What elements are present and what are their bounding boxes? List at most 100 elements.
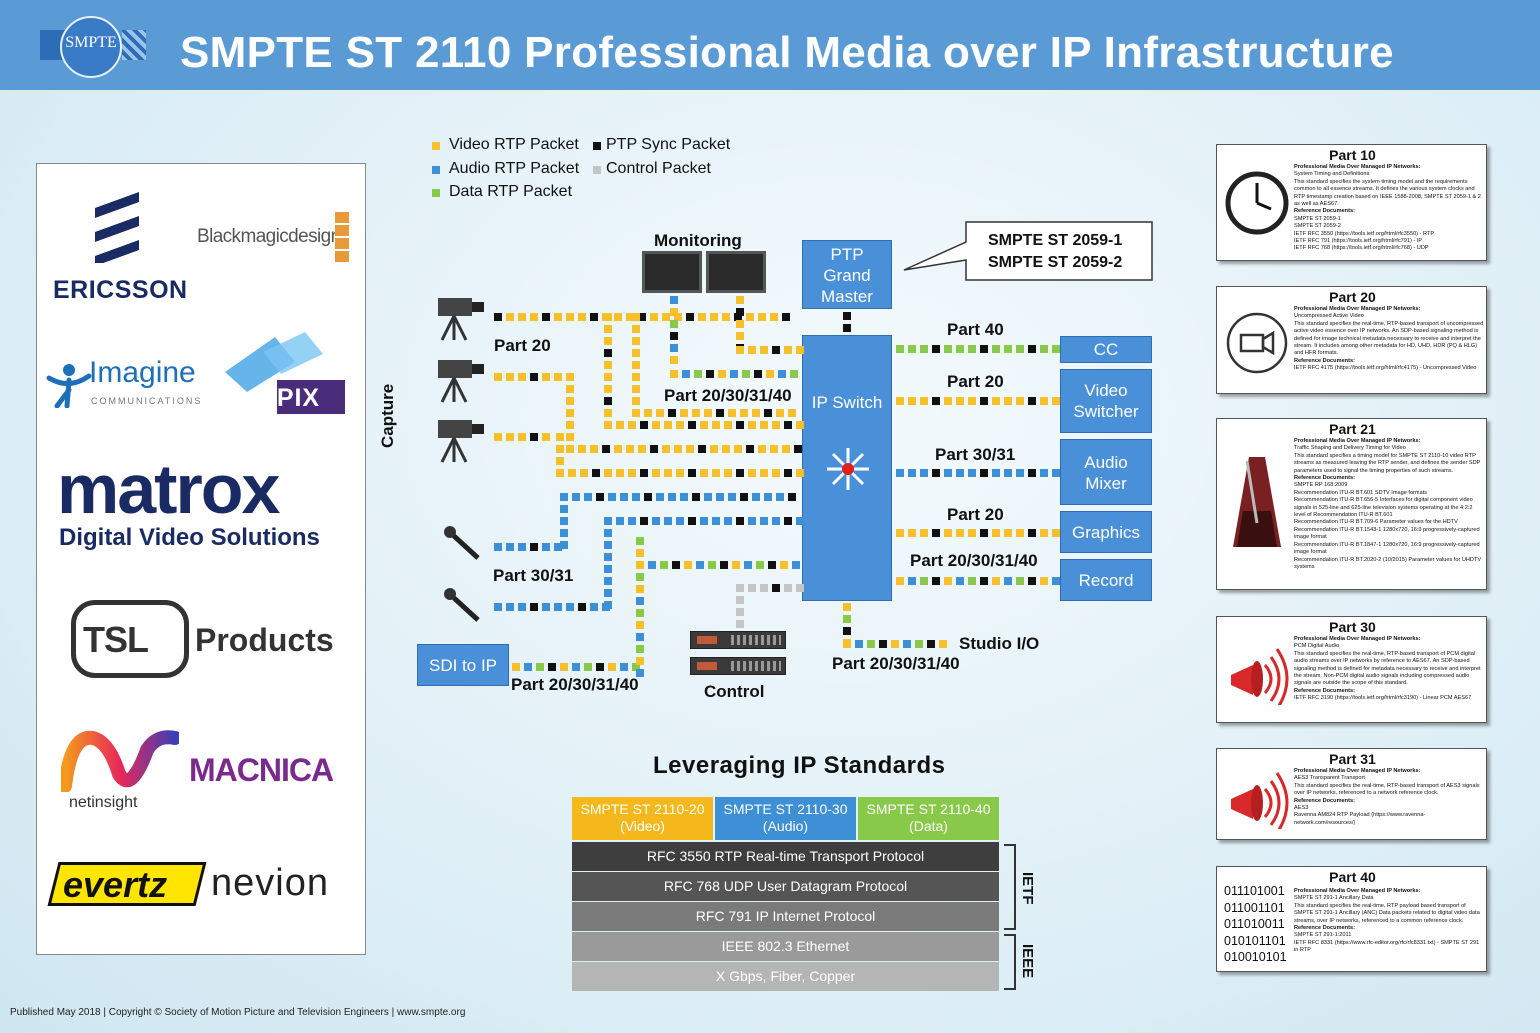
packet [704, 409, 712, 417]
packet [764, 493, 772, 501]
packet [604, 601, 612, 609]
packet [1028, 577, 1036, 585]
packet [616, 421, 624, 429]
tsl-logo: TSL [83, 619, 149, 660]
packet [782, 445, 790, 453]
packet [662, 313, 670, 321]
packet [780, 561, 788, 569]
packet [1040, 397, 1048, 405]
packet [980, 397, 988, 405]
packet [736, 346, 744, 354]
packet [796, 421, 804, 429]
card-part21-text: This standard specifies a timing model f… [1294, 452, 1481, 474]
packet [530, 373, 538, 381]
packet [712, 421, 720, 429]
packet [632, 663, 640, 671]
header-bar [0, 0, 1540, 90]
packet [692, 409, 700, 417]
packet [722, 445, 730, 453]
packet [688, 517, 696, 525]
packet [706, 370, 714, 378]
blackmagic-logo: Blackmagicdesign [197, 226, 341, 247]
tsl-products-text: Products [195, 622, 334, 658]
packet [700, 517, 708, 525]
packet [956, 469, 964, 477]
packet [604, 517, 612, 525]
stack-top-video-line1: SMPTE ST 2110-20 [580, 801, 705, 817]
packet [616, 517, 624, 525]
card-part10-refs-label: Reference Documents: [1294, 208, 1355, 215]
packet [698, 313, 706, 321]
packet [782, 313, 790, 321]
packet [604, 541, 612, 549]
packet [636, 609, 644, 617]
packet [772, 421, 780, 429]
card-part10-ref: SMPTE ST 2059-2 [1294, 223, 1341, 230]
netinsight-logo-icon [61, 730, 179, 792]
card-part21-ref: Recommendation ITU-R BT.601 SDTV Image f… [1294, 489, 1428, 496]
packet [776, 409, 784, 417]
packet [1016, 529, 1024, 537]
packet [1016, 345, 1024, 353]
packet [590, 445, 598, 453]
card-part10-body: Professional Media Over Managed IP Netwo… [1294, 164, 1484, 253]
packet [734, 445, 742, 453]
legend-swatch-audio [432, 166, 440, 174]
packet [632, 337, 640, 345]
packet [632, 493, 640, 501]
monitor-1-icon [642, 251, 702, 293]
label-part-sdi: Part 20/30/31/40 [511, 675, 639, 694]
microphone-2-icon [444, 588, 480, 622]
card-part31-text: This standard specifies the real-time, R… [1294, 782, 1480, 797]
packet [688, 421, 696, 429]
packet [724, 469, 732, 477]
packet [566, 313, 574, 321]
stack-row-ethernet: IEEE 802.3 Ethernet [572, 932, 999, 961]
ip-switch-label: IP Switch [811, 393, 883, 412]
packet [656, 409, 664, 417]
packet [518, 373, 526, 381]
packet [668, 409, 676, 417]
packet [760, 584, 768, 592]
packet [843, 627, 851, 635]
packet [776, 493, 784, 501]
packet [748, 584, 756, 592]
packet [512, 663, 520, 671]
packet [980, 577, 988, 585]
packet [632, 325, 640, 333]
card-part31-heading: Professional Media Over Managed IP Netwo… [1294, 768, 1421, 774]
label-part-record: Part 20/30/31/40 [910, 551, 1038, 570]
page-title: SMPTE ST 2110 Professional Media over IP… [180, 28, 1394, 77]
packet [1004, 469, 1012, 477]
packet [628, 517, 636, 525]
packet [944, 345, 952, 353]
packet [578, 603, 586, 611]
packet [556, 469, 564, 477]
card-part30-title: Part 30 [1329, 619, 1376, 635]
card-part21-title: Part 21 [1329, 421, 1376, 437]
card-part21-subheading: Traffic Shaping and Delivery Timing for … [1294, 445, 1406, 452]
legend-label-control: Control Packet [606, 160, 711, 177]
card-part30-subheading: PCM Digital Audio [1294, 643, 1340, 650]
packet [980, 345, 988, 353]
packet [718, 370, 726, 378]
stack-top-video: SMPTE ST 2110-20 (Video) [572, 797, 713, 840]
packet [644, 409, 652, 417]
packet [656, 493, 664, 501]
packet [992, 529, 1000, 537]
control-device-2-icon [690, 657, 786, 675]
packet [736, 296, 744, 304]
packet [896, 345, 904, 353]
packet [616, 469, 624, 477]
ieee-bracket [1004, 934, 1016, 990]
packet [604, 469, 612, 477]
packet [676, 469, 684, 477]
packet [704, 493, 712, 501]
packet [604, 577, 612, 585]
label-part3031-mics: Part 30/31 [493, 566, 574, 585]
card-part20-text: This standard specifies the real-time, R… [1294, 320, 1484, 357]
packet [712, 517, 720, 525]
packet [578, 313, 586, 321]
packet [748, 421, 756, 429]
packet [542, 603, 550, 611]
